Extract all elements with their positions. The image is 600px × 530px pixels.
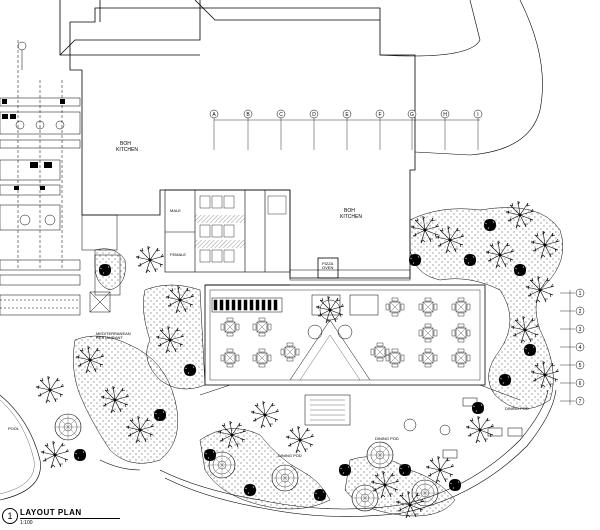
grid-label-a: A [212, 112, 216, 118]
label-pool: POOL [8, 426, 20, 431]
grid-label-h: H [443, 112, 447, 118]
grid-label-3: 3 [579, 327, 582, 333]
drawing-scale: 1:100 [20, 520, 33, 526]
grid-label-b: B [246, 112, 250, 118]
label-pizza-line1: PIZZA [322, 261, 334, 266]
grid-label-6: 6 [579, 381, 582, 387]
label-male: MALE [170, 208, 181, 213]
restaurant-main-hall [204, 257, 486, 386]
label-boh-east-line2: KITCHEN [340, 214, 362, 220]
grid-marker-topleft [17, 41, 27, 70]
label-dining-pod-1: DINING POD [278, 453, 302, 458]
restroom-fill [195, 215, 245, 248]
boh-kitchen-west-outline [59, 0, 416, 279]
west-kitchen-equipment [0, 40, 121, 316]
grid-top: A B C D E F G H I [209, 109, 483, 150]
label-med-line2: RESTAURANT [96, 335, 123, 340]
grid-label-5: 5 [579, 363, 582, 369]
grid-label-d: D [312, 112, 316, 118]
label-med-line1: MEDITERRANEAN [96, 331, 131, 336]
label-boh-east-line1: BOH [344, 208, 355, 214]
grid-label-c: C [279, 112, 283, 118]
central-feature [307, 295, 353, 340]
grid-label-2: 2 [579, 309, 582, 315]
grid-label-4: 4 [579, 345, 582, 351]
grid-label-e: E [345, 112, 349, 118]
grid-label-g: G [410, 112, 414, 118]
site-road [379, 0, 543, 156]
label-pizza-oven: PIZZA OVEN [322, 261, 334, 270]
garden-paths [99, 389, 557, 517]
interior-counters [211, 294, 379, 381]
grid-label-f: F [378, 112, 381, 118]
label-mediterranean: MEDITERRANEAN RESTAURANT [96, 331, 132, 340]
label-pizza-line2: OVEN [322, 265, 333, 270]
label-dining-pod-2: DINING POD [375, 436, 399, 441]
drawing-number: 1 [2, 508, 18, 524]
label-boh-kitchen-west: BOH KITCHEN [116, 141, 138, 153]
grid-right: 1 2 3 4 5 6 7 [560, 288, 585, 406]
label-boh-kitchen-east: BOH KITCHEN [340, 208, 362, 220]
grid-label-1: 1 [579, 291, 582, 297]
label-boh-west-line2: KITCHEN [116, 147, 138, 153]
title-underline [20, 518, 120, 519]
drawing-title: LAYOUT PLAN [20, 508, 82, 517]
landscape-planting [73, 207, 564, 517]
drawing-title-block: 1 LAYOUT PLAN 1:100 [2, 506, 142, 528]
lounge-furniture [403, 397, 523, 459]
label-boh-west-line1: BOH [120, 141, 131, 147]
restroom-block [164, 189, 291, 273]
west-kitchen-fill [2, 99, 65, 190]
pool-area [0, 394, 41, 501]
grid-label-i: I [477, 112, 478, 118]
grid-label-7: 7 [579, 399, 582, 405]
label-dining-pod-3: DINING POD [505, 406, 529, 411]
west-plaza-feature [89, 291, 111, 313]
label-female: FEMALE [170, 252, 186, 257]
